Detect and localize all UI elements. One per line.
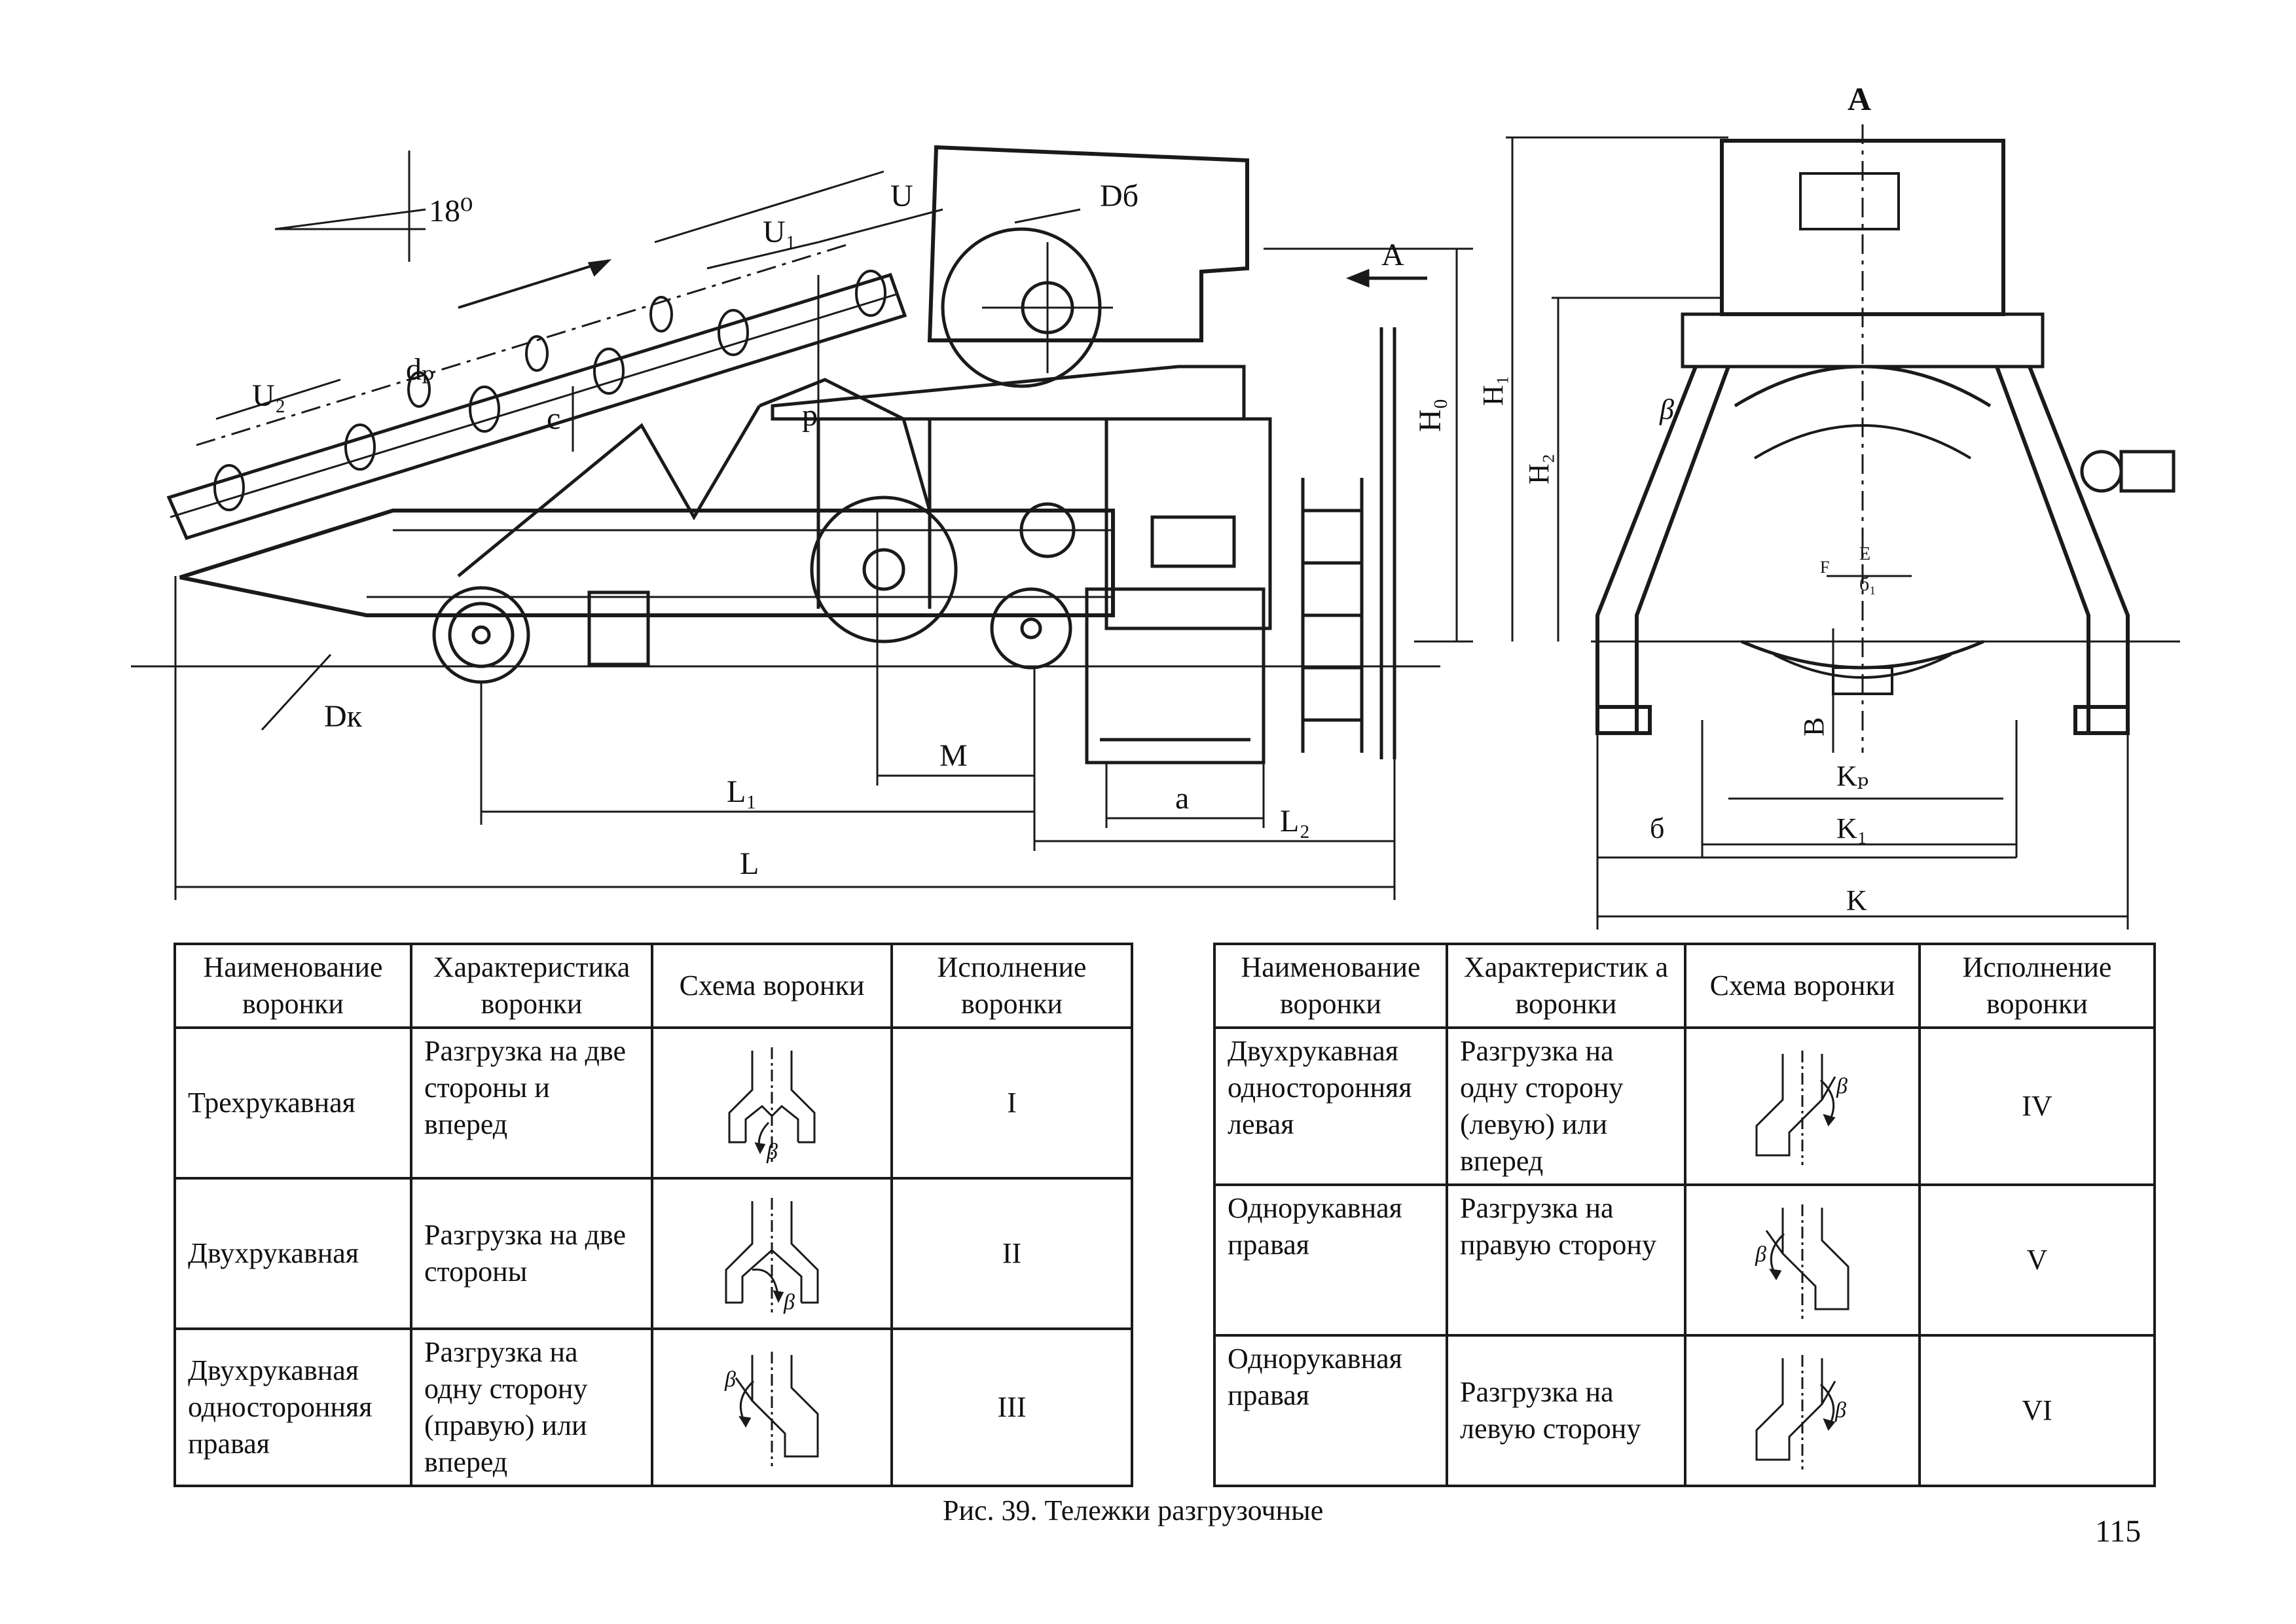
lower-drum-and-wheels bbox=[432, 496, 1076, 684]
header-execution: Исполнение воронки bbox=[1918, 943, 2156, 1029]
beta-label: β bbox=[1755, 1242, 1766, 1267]
unloading-carriage-drawing: 18⁰ bbox=[131, 81, 2180, 929]
funnel-characteristic: Разгрузка на две стороны bbox=[410, 1177, 653, 1330]
funnel-execution: II bbox=[890, 1177, 1133, 1330]
table-row: Однорукавная правая Разгрузка на левую с… bbox=[1213, 1334, 2156, 1487]
label-M: M bbox=[939, 738, 968, 773]
label-view-a-arrow: A bbox=[1381, 238, 1404, 272]
funnel-characteristic: Разгрузка на одну сторону (левую) или вп… bbox=[1446, 1026, 1686, 1186]
label-F: F bbox=[1820, 558, 1829, 577]
header-characteristic: Характеристика воронки bbox=[410, 943, 653, 1029]
funnel-name: Двухрукавная односторонняя левая bbox=[1213, 1026, 1448, 1186]
funnel-name: Однорукавная правая bbox=[1213, 1183, 1448, 1337]
label-U1: U₁ bbox=[763, 215, 796, 249]
chute-and-ladder bbox=[587, 327, 1396, 765]
funnel-name: Трехрукавная bbox=[173, 1026, 412, 1180]
label-beta-front: β bbox=[1659, 393, 1674, 425]
funnel-characteristic: Разгрузка на левую сторону bbox=[1446, 1334, 1686, 1487]
funnel-scheme-cell: β bbox=[1684, 1334, 1921, 1487]
beta-label: β bbox=[766, 1140, 778, 1164]
funnel-scheme-cell: β bbox=[1684, 1026, 1921, 1186]
beta-label: β bbox=[1836, 1074, 1848, 1098]
inclined-conveyor bbox=[166, 170, 907, 541]
label-L: L bbox=[740, 846, 759, 881]
label-K1: K₁ bbox=[1836, 812, 1867, 844]
funnel-one-sleeve-right-icon: β bbox=[1755, 1204, 1850, 1319]
beta-label: β bbox=[724, 1367, 736, 1392]
label-dp: dₚ bbox=[406, 352, 434, 387]
header-characteristic: Характеристик а воронки bbox=[1446, 943, 1686, 1029]
funnel-execution: III bbox=[890, 1327, 1133, 1487]
funnel-two-sleeve-right-icon: β bbox=[724, 1352, 819, 1466]
label-Kp: Kₚ bbox=[1836, 760, 1868, 792]
label-view-a-title: A bbox=[1848, 81, 1871, 117]
header-name: Наименование воронки bbox=[1213, 943, 1448, 1029]
label-a: a bbox=[1175, 781, 1189, 816]
label-Db: Dб bbox=[1100, 179, 1139, 213]
table-row: Двухрукавная односторонняя левая Разгруз… bbox=[1213, 1026, 2156, 1186]
funnel-scheme-cell: β bbox=[651, 1327, 893, 1487]
label-H0: H₀ bbox=[1413, 399, 1448, 432]
table-row: Однорукавная правая Разгрузка на правую … bbox=[1213, 1183, 2156, 1337]
funnel-execution: I bbox=[890, 1026, 1133, 1180]
side-dimensions bbox=[174, 208, 1473, 900]
label-U: U bbox=[890, 179, 913, 213]
side-view: 18⁰ bbox=[131, 145, 1473, 900]
funnel-name: Однорукавная правая bbox=[1213, 1334, 1448, 1487]
table-row: Трехрукавная Разгрузка на две стороны и … bbox=[173, 1026, 1133, 1180]
funnel-scheme-cell: β bbox=[651, 1177, 893, 1330]
header-scheme: Схема воронки bbox=[651, 943, 893, 1029]
funnel-scheme-cell: β bbox=[1684, 1183, 1921, 1337]
label-c: c bbox=[547, 401, 560, 436]
label-H2: H₂ bbox=[1523, 454, 1555, 484]
funnel-scheme-cell: β bbox=[651, 1026, 893, 1180]
drive-head-box bbox=[927, 145, 1249, 388]
label-L1: L₁ bbox=[727, 774, 757, 809]
label-L2: L₂ bbox=[1280, 804, 1310, 839]
funnel-one-sleeve-left-icon: β bbox=[1755, 1355, 1846, 1470]
beta-label: β bbox=[783, 1290, 795, 1314]
label-H1: H₁ bbox=[1477, 375, 1509, 406]
funnel-characteristic: Разгрузка на одну сторону (правую) или в… bbox=[410, 1327, 653, 1487]
figure-caption: Рис. 39. Тележки разгрузочные bbox=[943, 1494, 1324, 1526]
label-K: K bbox=[1846, 884, 1867, 916]
front-view-a: A bbox=[1477, 81, 2180, 929]
funnel-characteristic: Разгрузка на правую сторону bbox=[1446, 1183, 1686, 1337]
funnel-table-left: Наименование воронки Характеристика воро… bbox=[173, 943, 1133, 1487]
table-row: Двухрукавная Разгрузка на две стороны β … bbox=[173, 1177, 1133, 1330]
funnel-table-right: Наименование воронки Характеристик а вор… bbox=[1213, 943, 2156, 1487]
table-row: Двухрукавная односторонняя правая Разгру… bbox=[173, 1327, 1133, 1487]
header-execution: Исполнение воронки bbox=[890, 943, 1133, 1029]
funnel-characteristic: Разгрузка на две стороны и вперед bbox=[410, 1026, 653, 1180]
funnel-execution: V bbox=[1918, 1183, 2156, 1337]
label-U2: U₂ bbox=[252, 378, 285, 413]
funnel-name: Двухрукавная bbox=[173, 1177, 412, 1330]
header-name: Наименование воронки bbox=[173, 943, 412, 1029]
slope-angle-marker: 18⁰ bbox=[274, 151, 473, 262]
funnel-two-sleeve-left-icon: β bbox=[1755, 1051, 1848, 1165]
funnel-three-sleeve-icon: β bbox=[728, 1047, 816, 1164]
funnel-execution: IV bbox=[1918, 1026, 2156, 1186]
label-B: B bbox=[1798, 717, 1830, 736]
beta-label: β bbox=[1834, 1398, 1846, 1422]
angle-label: 18⁰ bbox=[429, 194, 473, 228]
label-b: б bbox=[1650, 812, 1664, 844]
label-b1: б₁ bbox=[1859, 573, 1876, 595]
label-Dk: Dк bbox=[324, 699, 363, 734]
header-scheme: Схема воронки bbox=[1684, 943, 1921, 1029]
label-p: p bbox=[802, 398, 818, 433]
funnel-name: Двухрукавная односторонняя правая bbox=[173, 1327, 412, 1487]
page-number: 115 bbox=[2095, 1514, 2141, 1549]
funnel-two-sleeve-icon: β bbox=[725, 1198, 819, 1314]
label-E: E bbox=[1859, 544, 1870, 564]
funnel-execution: VI bbox=[1918, 1334, 2156, 1487]
